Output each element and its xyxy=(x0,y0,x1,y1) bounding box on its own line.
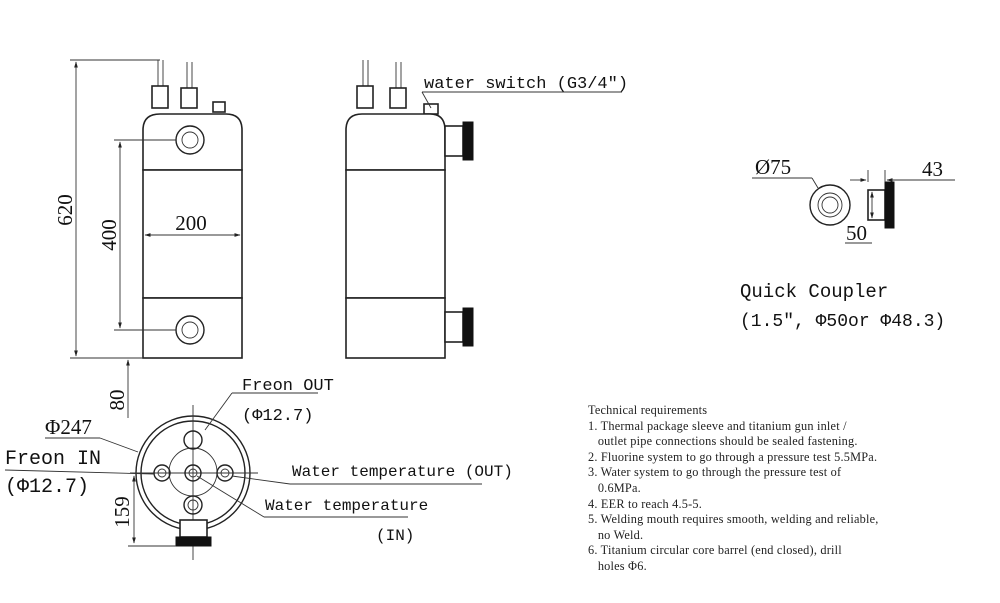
water-temp-in-suffix: (IN) xyxy=(376,527,414,545)
freon-out-size: (Φ12.7) xyxy=(242,407,313,426)
tech-item: 5. Welding mouth requires smooth, weldin… xyxy=(588,512,879,527)
tech-item: 0.6MPa. xyxy=(588,480,641,495)
tech-item: 2. Fluorine system to go through a press… xyxy=(588,449,878,464)
dim-75: Ø75 xyxy=(755,155,791,179)
water-temp-out-label: Water temperature (OUT) xyxy=(292,463,513,481)
bottom-cap xyxy=(142,297,243,359)
dim-400: 400 xyxy=(97,219,121,251)
tech-item: 4. EER to reach 4.5-5. xyxy=(588,496,703,511)
tech-item: no Weld. xyxy=(588,527,644,542)
water-temp-in-label: Water temperature xyxy=(265,497,428,515)
side-view: water switch (G3/4″) xyxy=(345,60,628,359)
tech-item: 3. Water system to go through the pressu… xyxy=(588,465,842,480)
tech-item: 1. Thermal package sleeve and titanium g… xyxy=(588,418,847,433)
water-switch-label: water switch (G3/4″) xyxy=(424,75,628,94)
dim-159: 159 xyxy=(110,496,134,528)
tech-item: 6. Titanium circular core barrel (end cl… xyxy=(588,543,842,558)
dim-247: Φ247 xyxy=(45,415,92,439)
water-switch xyxy=(423,103,439,115)
tech-title: Technical requirements xyxy=(588,403,708,417)
quick-coupler: Ø75 43 50 Quick Coupler (1.5″, Φ50or Φ48… xyxy=(740,155,955,332)
dim-200: 200 xyxy=(175,211,207,235)
top-cap xyxy=(142,113,243,171)
freon-in-label: Freon IN xyxy=(5,448,101,471)
dim-43: 43 xyxy=(922,157,943,181)
tech-item: outlet pipe connections should be sealed… xyxy=(588,434,858,449)
front-view: 620 400 200 80 xyxy=(53,59,243,418)
dim-80: 80 xyxy=(105,390,129,411)
bottom-coupler xyxy=(175,536,212,547)
quick-coupler-title: Quick Coupler xyxy=(740,281,888,303)
freon-out-port xyxy=(183,430,203,450)
freon-out-label: Freon OUT xyxy=(242,377,334,396)
dim-620: 620 xyxy=(53,194,77,226)
tech-item: holes Φ6. xyxy=(588,558,647,573)
pipe-fitting xyxy=(151,85,169,109)
dim-50: 50 xyxy=(846,221,867,245)
freon-in-size: (Φ12.7) xyxy=(5,476,89,499)
quick-coupler-spec: (1.5″, Φ50or Φ48.3) xyxy=(740,312,945,332)
bottom-view: Freon OUT (Φ12.7) Φ247 Freon IN (Φ12.7) … xyxy=(4,377,513,560)
pipe-fitting xyxy=(180,87,198,109)
